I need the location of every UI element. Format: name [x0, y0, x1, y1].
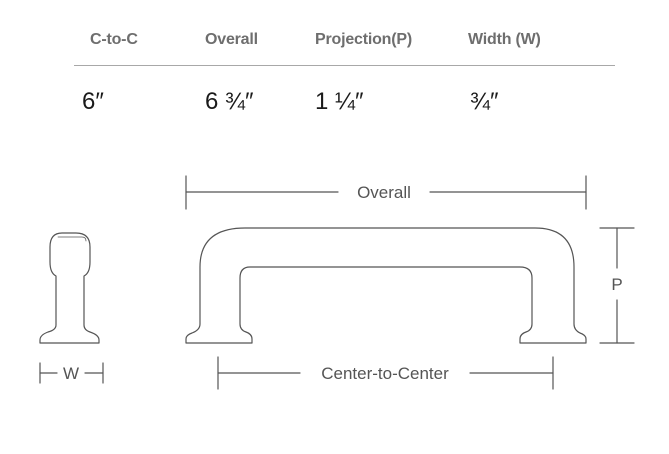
value-c-to-c: 6″	[82, 88, 104, 115]
header-width: Width (W)	[468, 31, 541, 48]
side-view-outline	[39, 232, 100, 344]
header-overall: Overall	[205, 31, 258, 48]
center-to-center-dimension	[217, 356, 554, 390]
value-projection: 1 ¼″	[315, 88, 364, 115]
projection-label: P	[611, 275, 622, 294]
front-view	[185, 227, 587, 344]
header-c-to-c: C-to-C	[90, 31, 138, 48]
side-view-top-inset	[57, 236, 87, 242]
overall-label: Overall	[357, 183, 411, 202]
projection-dimension	[599, 227, 635, 344]
width-label: W	[63, 364, 79, 383]
side-view	[39, 232, 100, 344]
value-width: ¾″	[470, 88, 499, 115]
center-to-center-label: Center-to-Center	[321, 364, 449, 383]
width-dimension	[39, 362, 104, 384]
front-view-outline	[185, 227, 587, 344]
spec-table: C-to-C Overall Projection(P) Width (W) 6…	[0, 0, 669, 130]
value-overall: 6 ¾″	[205, 88, 254, 115]
header-projection: Projection(P)	[315, 31, 412, 48]
table-divider	[74, 65, 615, 66]
overall-dimension	[185, 175, 587, 210]
